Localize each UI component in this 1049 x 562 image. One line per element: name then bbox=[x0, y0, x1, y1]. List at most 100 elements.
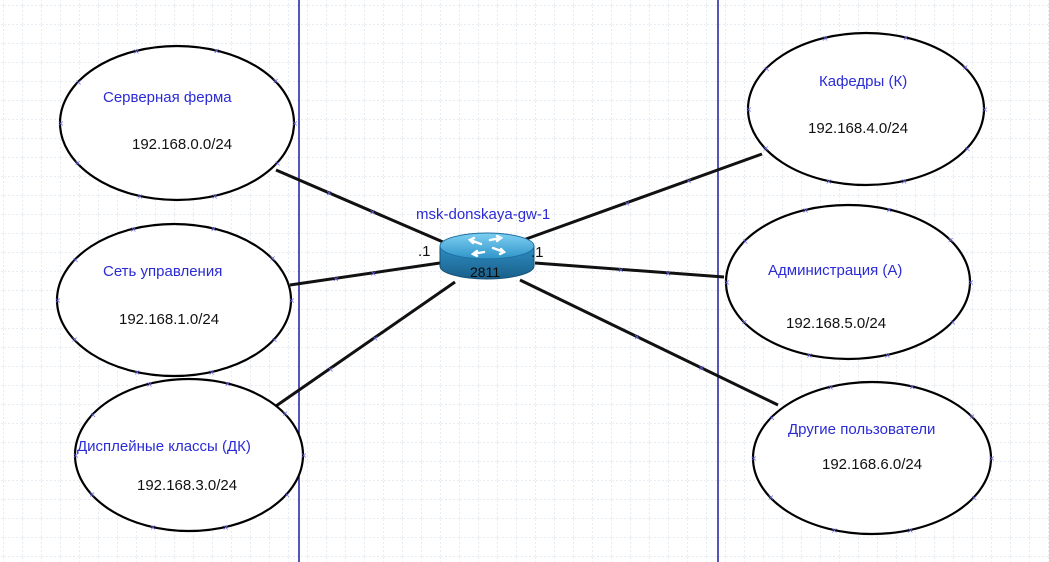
connector-marker: × bbox=[909, 382, 916, 391]
connector-marker: × bbox=[989, 454, 996, 463]
connector-marker: × bbox=[827, 383, 834, 392]
connector-marker: × bbox=[962, 63, 969, 72]
connector-marker: × bbox=[58, 119, 65, 128]
connector-marker: × bbox=[282, 409, 289, 418]
connector-marker: × bbox=[901, 177, 908, 186]
connector-marker: × bbox=[274, 159, 281, 168]
connector-marker: × bbox=[130, 225, 137, 234]
connector-marker: × bbox=[72, 256, 79, 265]
link-server-farm[interactable] bbox=[275, 168, 451, 247]
network-other-users[interactable]: Другие пользователи 192.168.6.0/24 bbox=[751, 380, 993, 536]
network-subnet: 192.168.4.0/24 bbox=[808, 120, 908, 137]
connector-marker: × bbox=[802, 206, 809, 215]
connector-marker: × bbox=[768, 493, 775, 502]
network-subnet: 192.168.5.0/24 bbox=[786, 315, 886, 332]
link-departments[interactable] bbox=[514, 152, 763, 245]
connector-marker: × bbox=[968, 278, 975, 287]
connector-marker: × bbox=[884, 351, 891, 360]
connector-marker: × bbox=[806, 351, 813, 360]
network-name: Дисплейные классы (ДК) bbox=[77, 438, 251, 455]
connector-marker: × bbox=[150, 523, 157, 532]
connector-marker: × bbox=[762, 144, 769, 153]
link-marker: × bbox=[333, 274, 340, 283]
connector-marker: × bbox=[137, 192, 144, 201]
link-marker: × bbox=[327, 365, 334, 374]
network-administration[interactable]: Администрация (А) 192.168.5.0/24 bbox=[724, 203, 972, 361]
network-name: Серверная ферма bbox=[103, 89, 232, 106]
port-label-left: .1 bbox=[418, 243, 431, 260]
connector-marker: × bbox=[269, 254, 276, 263]
connector-marker: × bbox=[903, 33, 910, 42]
connector-marker: × bbox=[284, 491, 291, 500]
router-model: 2811 bbox=[470, 264, 500, 280]
connector-marker: × bbox=[292, 119, 299, 128]
connector-marker: × bbox=[90, 411, 97, 420]
connector-marker: × bbox=[746, 105, 753, 114]
connector-marker: × bbox=[831, 526, 838, 535]
network-management[interactable]: Сеть управления 192.168.1.0/24 bbox=[55, 222, 293, 378]
connector-marker: × bbox=[89, 490, 96, 499]
link-other-users[interactable] bbox=[519, 278, 779, 407]
connector-marker: × bbox=[74, 159, 81, 168]
connector-marker: × bbox=[969, 412, 976, 421]
link-marker: × bbox=[634, 332, 641, 341]
network-name: Другие пользователи bbox=[788, 421, 935, 438]
connector-marker: × bbox=[724, 278, 731, 287]
router-hostname: msk-donskaya-gw-1 bbox=[416, 206, 550, 223]
link-marker: × bbox=[698, 364, 705, 373]
network-subnet: 192.168.3.0/24 bbox=[137, 477, 237, 494]
connector-marker: × bbox=[971, 494, 978, 503]
connector-marker: × bbox=[133, 47, 140, 56]
connector-marker: × bbox=[272, 77, 279, 86]
connection-markers: × × × × × × × × × × × × × × × × × × × × × × × × × × × × × × × × × × × × × × × ×… bbox=[55, 33, 996, 535]
network-name: Сеть управления bbox=[103, 263, 222, 280]
connector-marker: × bbox=[769, 414, 776, 423]
connector-marker: × bbox=[210, 224, 217, 233]
connector-marker: × bbox=[134, 368, 141, 377]
connector-marker: × bbox=[71, 335, 78, 344]
router-node[interactable]: msk-donskaya-gw-1 2811 .1 .1 bbox=[416, 206, 550, 280]
network-subnet: 192.168.1.0/24 bbox=[119, 311, 219, 328]
connector-marker: × bbox=[825, 177, 832, 186]
network-subnet: 192.168.0.0/24 bbox=[132, 136, 232, 153]
link-marker: × bbox=[624, 199, 631, 208]
networks-layer: Серверная ферма 192.168.0.0/24 Сеть упра… bbox=[55, 31, 993, 536]
connector-marker: × bbox=[742, 237, 749, 246]
network-name: Администрация (А) bbox=[768, 262, 902, 279]
connector-marker: × bbox=[211, 192, 218, 201]
network-display-classes[interactable]: Дисплейные классы (ДК) 192.168.3.0/24 bbox=[73, 377, 305, 533]
connector-marker: × bbox=[73, 451, 80, 460]
connector-marker: × bbox=[146, 380, 153, 389]
connector-marker: × bbox=[75, 78, 82, 87]
connector-marker: × bbox=[964, 145, 971, 154]
connector-marker: × bbox=[886, 205, 893, 214]
network-departments[interactable]: Кафедры (К) 192.168.4.0/24 bbox=[746, 31, 986, 187]
connector-marker: × bbox=[213, 46, 220, 55]
connector-marker: × bbox=[271, 336, 278, 345]
connector-marker: × bbox=[907, 526, 914, 535]
link-management[interactable] bbox=[289, 261, 441, 287]
connector-marker: × bbox=[982, 105, 989, 114]
link-marker: × bbox=[372, 334, 379, 343]
connector-marker: × bbox=[208, 368, 215, 377]
link-marker: × bbox=[326, 189, 333, 198]
links-layer bbox=[275, 152, 779, 408]
port-label-right: .1 bbox=[531, 244, 544, 261]
connector-marker: × bbox=[763, 65, 770, 74]
network-subnet: 192.168.6.0/24 bbox=[822, 456, 922, 473]
link-administration[interactable] bbox=[534, 261, 725, 279]
connector-marker: × bbox=[822, 34, 829, 43]
link-marker: × bbox=[369, 207, 376, 216]
link-marker: × bbox=[665, 269, 672, 278]
link-display-classes[interactable] bbox=[275, 280, 456, 408]
link-marker: × bbox=[685, 177, 692, 186]
link-marker: × bbox=[618, 265, 625, 274]
link-marker: × bbox=[370, 269, 377, 278]
router-icon bbox=[439, 232, 535, 280]
connector-marker: × bbox=[950, 318, 957, 327]
network-server-farm[interactable]: Серверная ферма 192.168.0.0/24 bbox=[58, 44, 296, 202]
connector-marker: × bbox=[222, 523, 229, 532]
connector-marker: × bbox=[55, 296, 62, 305]
